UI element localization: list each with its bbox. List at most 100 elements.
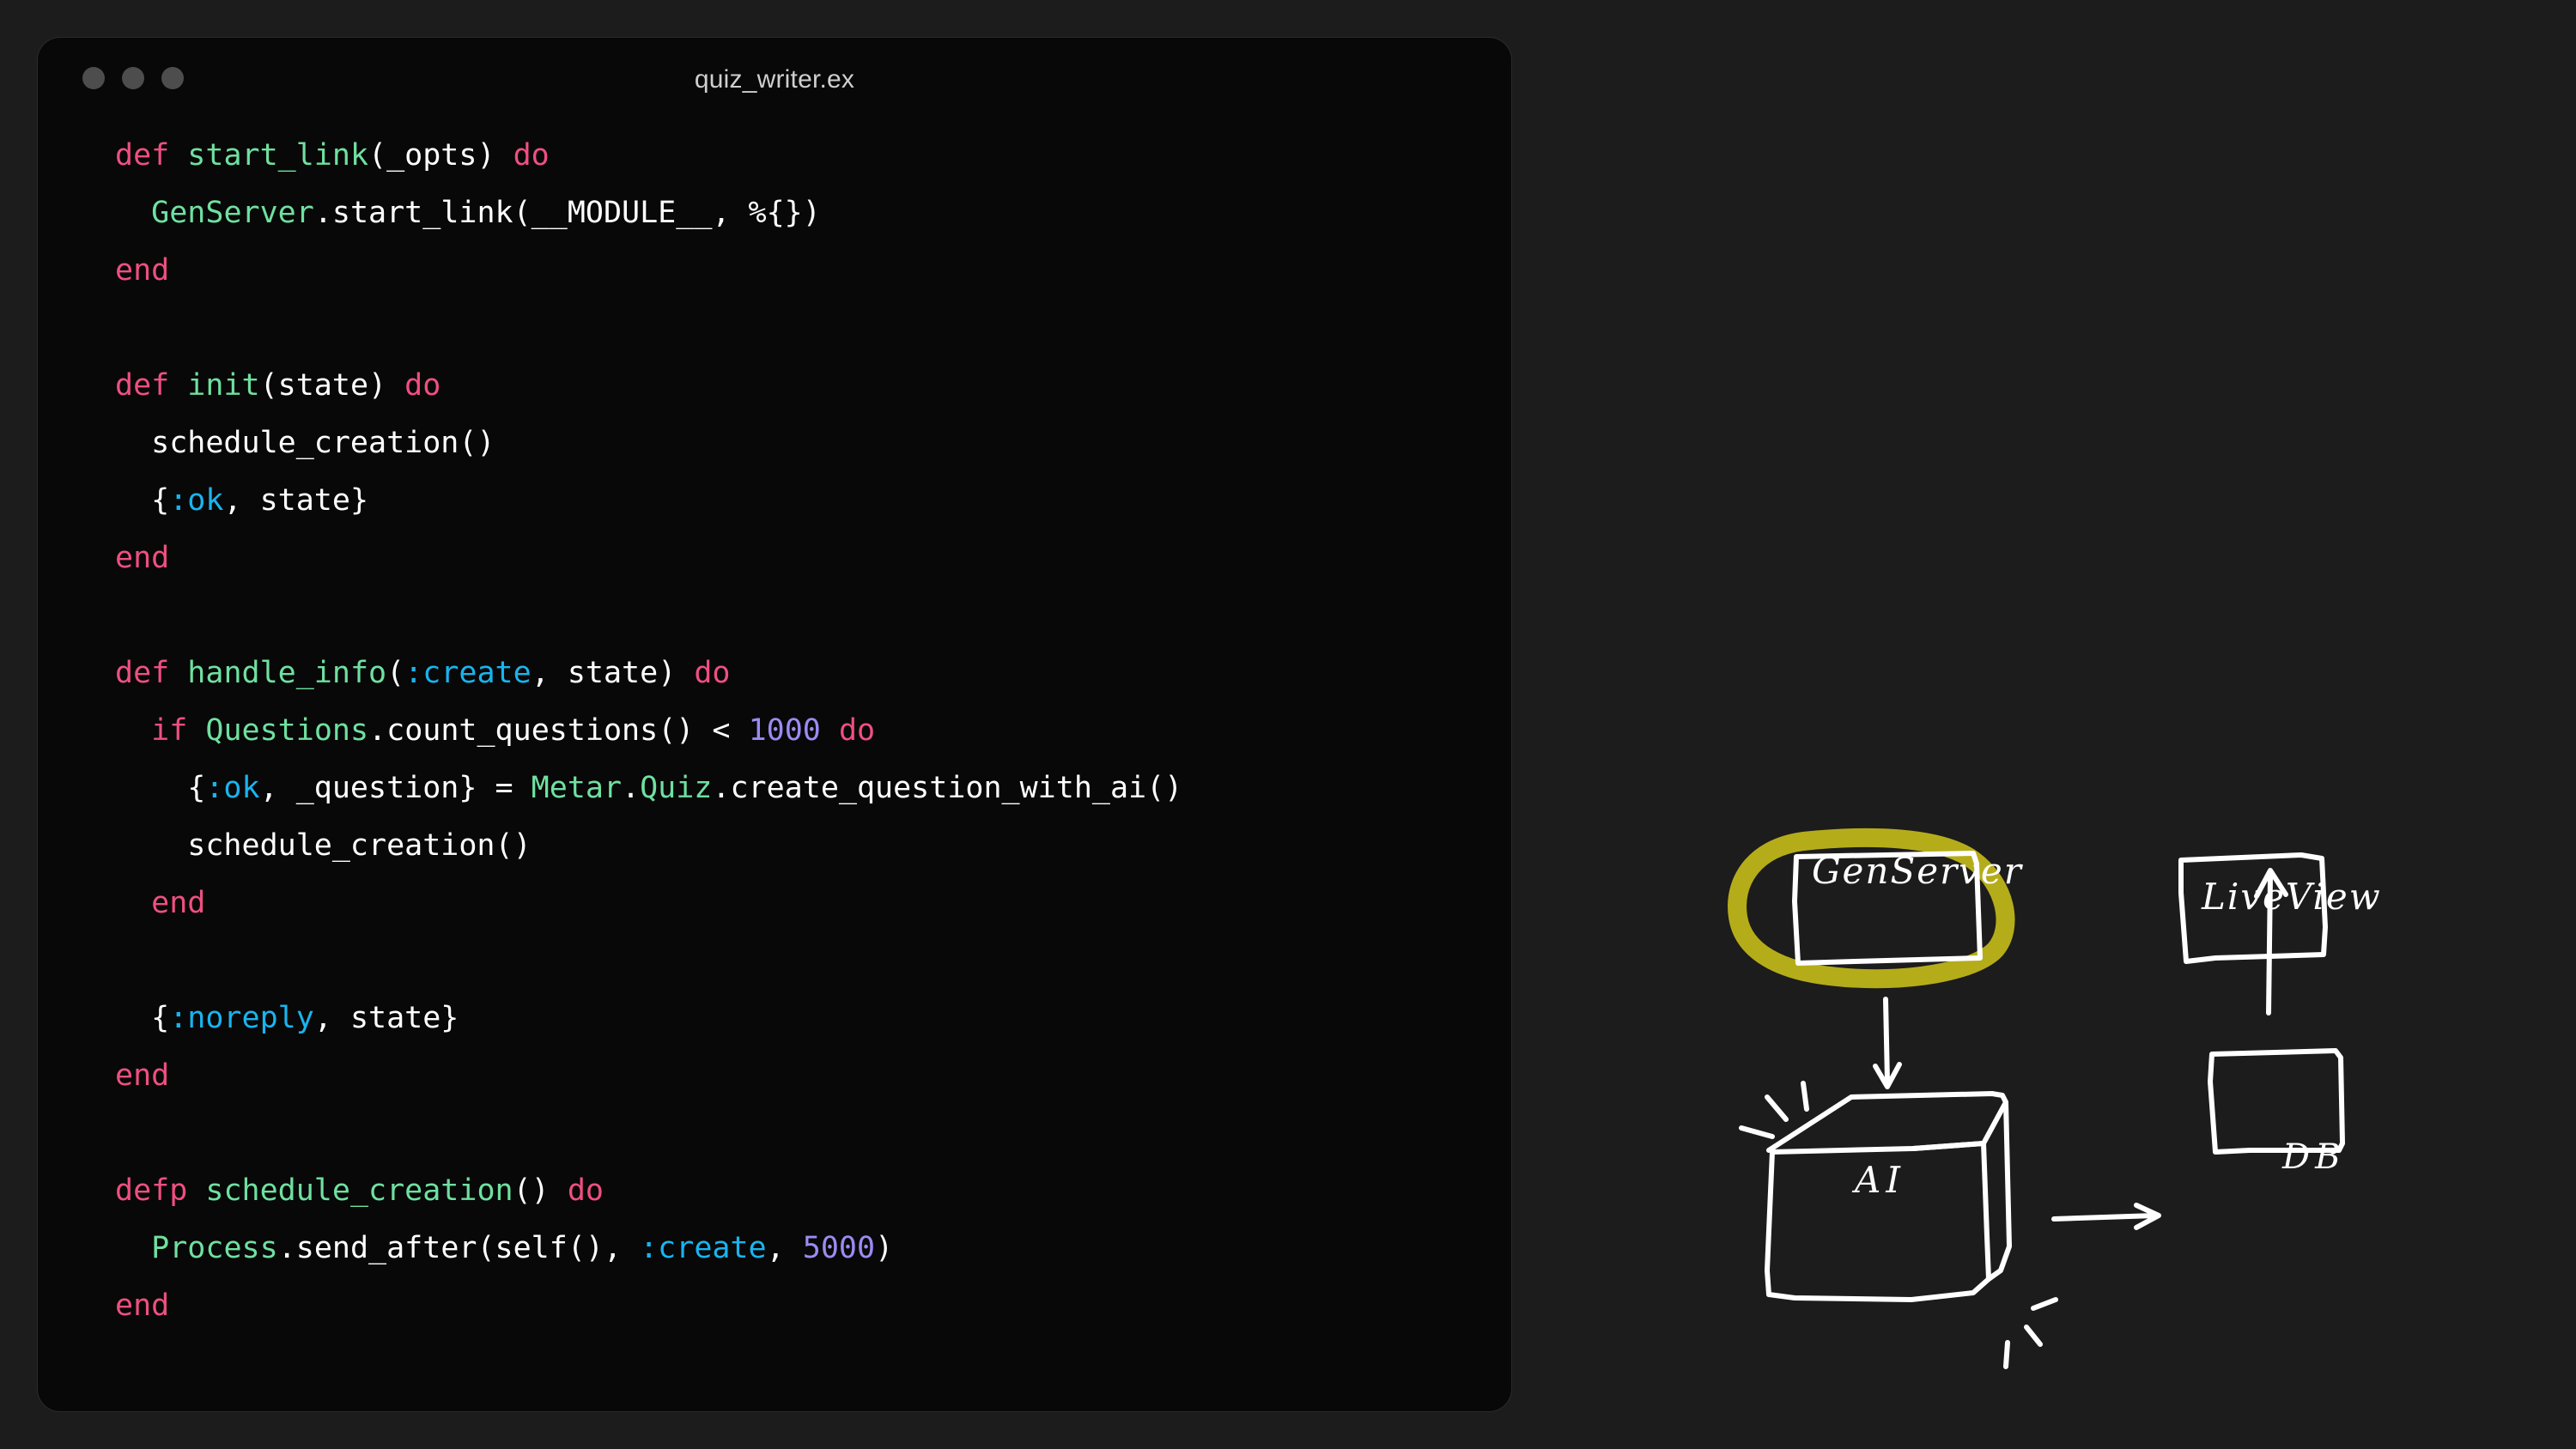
code-token-mod: Metar [531, 771, 623, 805]
code-token-num: 5000 [802, 1231, 876, 1265]
code-token-atom: :noreply [169, 1001, 314, 1035]
genserver-box [1792, 851, 1983, 966]
code-line [115, 300, 1511, 357]
code-token-pun: () [513, 1173, 568, 1208]
code-token-pun: , state} [313, 1001, 459, 1035]
code-line: def handle_info(:create, state) do [115, 645, 1511, 702]
code-line: end [115, 242, 1511, 300]
code-token-mod: Quiz [640, 771, 713, 805]
code-token-pun: (_opts) [368, 138, 513, 173]
diagram-canvas [1728, 828, 2345, 1369]
window-titlebar: quiz_writer.ex [38, 38, 1511, 112]
code-token-kw: do [513, 138, 550, 173]
maximize-dot[interactable] [161, 67, 184, 89]
code-token-pun: schedule_creation() [115, 828, 532, 863]
code-line: Process.send_after(self(), :create, 5000… [115, 1220, 1511, 1277]
code-token-kw: end [115, 541, 170, 575]
code-token-pun: .send_after(self(), [277, 1231, 641, 1265]
code-token-pun [115, 196, 151, 230]
minimize-dot[interactable] [122, 67, 144, 89]
code-token-pun: , state) [531, 656, 695, 690]
architecture-diagram: GenServer LiveView AI DB [1700, 755, 2524, 1408]
code-line: end [115, 1047, 1511, 1105]
code-token-fn: init [187, 368, 260, 403]
code-token-pun: { [115, 771, 206, 805]
code-token-kw: def [115, 368, 170, 403]
code-editor[interactable]: def start_link(_opts) do GenServer.start… [38, 112, 1511, 1335]
code-token-pun [187, 1173, 205, 1208]
code-token-atom: :ok [169, 483, 224, 518]
code-token-kw: do [838, 713, 876, 748]
code-line: {:noreply, state} [115, 990, 1511, 1047]
code-token-kw: do [567, 1173, 604, 1208]
code-token-kw: do [404, 368, 441, 403]
code-token-pun: .count_questions() < [368, 713, 749, 748]
code-token-pun [115, 1231, 151, 1265]
close-dot[interactable] [82, 67, 105, 89]
code-token-fn: start_link [187, 138, 369, 173]
code-line: GenServer.start_link(__MODULE__, %{}) [115, 185, 1511, 242]
code-token-pun: .start_link(__MODULE__, %{}) [313, 196, 821, 230]
code-token-mod: Process [151, 1231, 278, 1265]
code-token-pun: , _question} = [259, 771, 532, 805]
code-token-pun: .create_question_with_ai() [712, 771, 1183, 805]
code-token-kw: def [115, 138, 170, 173]
sparkle-bottom-right [2003, 1297, 2058, 1369]
arrow-ai-to-db [2051, 1203, 2161, 1230]
code-token-pun: . [622, 771, 641, 805]
code-token-pun: schedule_creation() [115, 426, 495, 460]
code-token-atom: :create [404, 656, 532, 690]
code-token-kw: def [115, 656, 170, 690]
liveview-box [2178, 852, 2328, 964]
code-line: if Questions.count_questions() < 1000 do [115, 702, 1511, 760]
code-line: schedule_creation() [115, 817, 1511, 875]
code-line: def init(state) do [115, 357, 1511, 415]
code-token-kw: do [694, 656, 731, 690]
code-token-pun [821, 713, 839, 748]
db-box [2208, 1048, 2345, 1155]
code-token-pun [169, 656, 187, 690]
code-token-atom: :create [640, 1231, 767, 1265]
code-token-pun [115, 713, 151, 748]
traffic-light-group [82, 67, 184, 89]
arrow-genserver-to-ai [1873, 997, 1902, 1089]
code-token-pun: (state) [259, 368, 405, 403]
sparkle-top-left [1739, 1081, 1809, 1139]
window-title: quiz_writer.ex [694, 65, 855, 94]
code-line: {:ok, state} [115, 472, 1511, 530]
code-token-pun: { [115, 1001, 170, 1035]
code-token-pun [115, 886, 151, 920]
code-token-pun [187, 713, 205, 748]
code-token-kw: end [151, 886, 206, 920]
code-line: end [115, 530, 1511, 587]
code-token-kw: end [115, 253, 170, 288]
code-token-mod: GenServer [151, 196, 314, 230]
code-line: def start_link(_opts) do [115, 127, 1511, 185]
code-line: end [115, 1277, 1511, 1335]
code-token-kw: end [115, 1288, 170, 1323]
code-line [115, 1105, 1511, 1162]
ai-cube [1739, 1081, 2058, 1369]
code-line [115, 587, 1511, 645]
code-token-pun: , [766, 1231, 803, 1265]
code-token-kw: if [151, 713, 188, 748]
code-token-pun [169, 138, 187, 173]
arrow-db-to-liveview [2254, 868, 2288, 1016]
code-line: end [115, 875, 1511, 932]
code-token-kw: defp [115, 1173, 188, 1208]
code-token-pun [169, 368, 187, 403]
code-token-num: 1000 [748, 713, 821, 748]
code-line [115, 932, 1511, 990]
code-token-pun: ) [875, 1231, 894, 1265]
genserver-highlight-circle [1728, 828, 2015, 989]
code-token-fn: schedule_creation [205, 1173, 513, 1208]
code-token-atom: :ok [205, 771, 260, 805]
code-token-pun: { [115, 483, 170, 518]
code-token-fn: handle_info [187, 656, 387, 690]
code-token-pun: ( [386, 656, 405, 690]
code-window: quiz_writer.ex def start_link(_opts) do … [38, 38, 1511, 1411]
code-token-pun: , state} [223, 483, 369, 518]
code-line: defp schedule_creation() do [115, 1162, 1511, 1220]
code-line: {:ok, _question} = Metar.Quiz.create_que… [115, 760, 1511, 817]
code-line: schedule_creation() [115, 415, 1511, 472]
